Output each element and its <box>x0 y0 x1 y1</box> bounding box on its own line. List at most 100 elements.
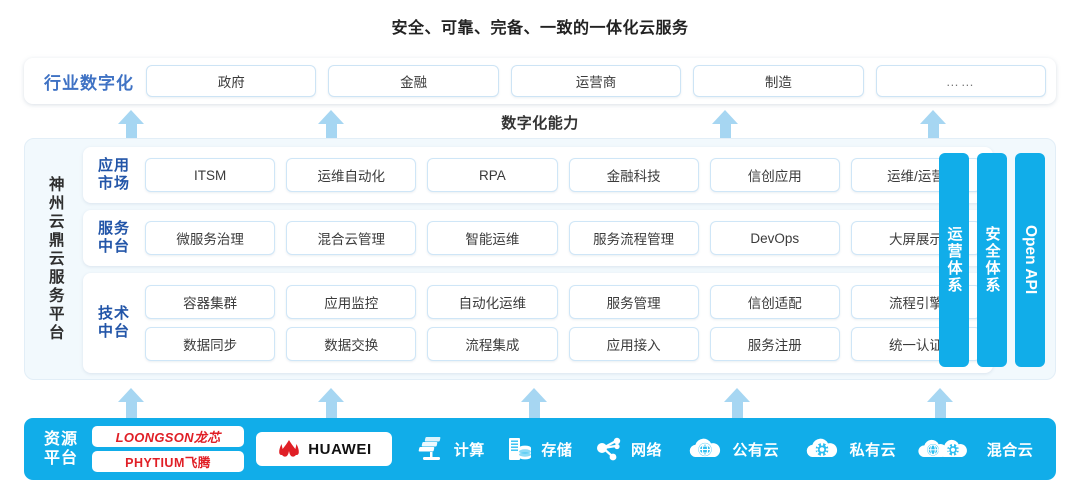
group-label-line2: 市场 <box>97 175 130 192</box>
group-service-middle-platform: 服务 中台 微服务治理 混合云管理 智能运维 服务流程管理 DevOps 大屏展… <box>83 210 993 266</box>
resource-platform-label: 资源 平台 <box>34 430 88 468</box>
servers-icon <box>418 437 441 460</box>
group-label-line2: 中台 <box>97 323 130 340</box>
vendor-logo-stack: LOONGSON龙芯 PHYTIUM飞腾 <box>92 426 245 472</box>
resource-item-public-cloud[interactable]: 公有云 <box>684 435 780 463</box>
pillar-open-api-label: Open API <box>1021 225 1039 295</box>
storage-icon <box>509 438 532 460</box>
pillar-open-api[interactable]: Open API <box>1015 153 1045 367</box>
up-arrow-icon <box>318 110 344 140</box>
resource-items: 计算 存储 <box>392 435 1044 463</box>
group-label-application-market: 应用 市场 <box>87 157 141 192</box>
cell-row: ITSM 运维自动化 RPA 金融科技 信创应用 运维/运营 <box>145 158 982 192</box>
loongson-logo: LOONGSON龙芯 <box>92 426 245 447</box>
group-label-line1: 服务 <box>97 220 130 238</box>
pillar-operations-system-label: 运营体系 <box>945 226 963 294</box>
cell-ops-automation[interactable]: 运维自动化 <box>286 158 417 192</box>
group-label-line2: 中台 <box>97 238 130 255</box>
cell-row: 容器集群 应用监控 自动化运维 服务管理 信创适配 流程引擎 <box>145 285 982 319</box>
digital-capability-caption: 数字化能力 <box>501 115 579 132</box>
up-arrow-icon <box>927 388 953 418</box>
resource-item-hybrid-cloud[interactable]: 混合云 <box>918 435 1034 463</box>
cell-row: 微服务治理 混合云管理 智能运维 服务流程管理 DevOps 大屏展示 <box>145 221 982 255</box>
cell-hybrid-cloud-mgmt[interactable]: 混合云管理 <box>286 221 417 255</box>
cell-xinchuang-app[interactable]: 信创应用 <box>709 158 840 192</box>
platform-groups: 应用 市场 ITSM 运维自动化 RPA 金融科技 信创应用 运维/运营 <box>83 147 993 373</box>
huawei-logo-text: HUAWEI <box>308 440 372 458</box>
resource-item-private-cloud[interactable]: 私有云 <box>801 435 897 463</box>
group-application-market: 应用 市场 ITSM 运维自动化 RPA 金融科技 信创应用 运维/运营 <box>83 147 993 203</box>
cell-data-sync[interactable]: 数据同步 <box>145 327 276 361</box>
group-label-line1: 技术 <box>97 305 130 323</box>
up-arrow-icon <box>920 110 946 140</box>
group-body-service-middle-platform: 微服务治理 混合云管理 智能运维 服务流程管理 DevOps 大屏展示 <box>141 221 985 255</box>
up-arrow-icon <box>521 388 547 418</box>
resource-label-line1: 资源 <box>44 430 79 448</box>
cell-process-integration[interactable]: 流程集成 <box>427 327 558 361</box>
huawei-logo: HUAWEI <box>256 432 393 466</box>
group-label-technology-middle-platform: 技术 中台 <box>87 305 141 340</box>
loongson-logo-text: LOONGSON龙芯 <box>115 430 221 445</box>
resource-item-storage-label: 存储 <box>541 441 573 459</box>
resource-item-network-label: 网络 <box>630 441 662 459</box>
phytium-logo: PHYTIUM飞腾 <box>92 451 245 472</box>
cell-automated-ops[interactable]: 自动化运维 <box>427 285 558 319</box>
resource-item-private-cloud-label: 私有云 <box>849 441 897 459</box>
group-label-service-middle-platform: 服务 中台 <box>87 220 141 255</box>
pillar-operations-system[interactable]: 运营体系 <box>939 153 969 367</box>
private-cloud-icon <box>806 438 837 457</box>
cell-fintech[interactable]: 金融科技 <box>568 158 699 192</box>
pillar-security-system[interactable]: 安全体系 <box>977 153 1007 367</box>
network-icon <box>596 437 621 461</box>
resource-item-network[interactable]: 网络 <box>594 435 662 463</box>
resource-item-hybrid-cloud-label: 混合云 <box>986 441 1034 459</box>
resource-item-public-cloud-label: 公有云 <box>732 441 780 459</box>
up-arrow-icon <box>118 388 144 418</box>
huawei-flower-icon <box>279 440 300 457</box>
industry-digitization-bar: 行业数字化 政府 金融 运营商 制造 …… <box>24 58 1056 104</box>
cloud-service-platform-panel: 神州云鼎云服务平台 应用 市场 ITSM 运维自动化 RPA 金融科技 信创应用… <box>24 138 1056 380</box>
cell-aiops[interactable]: 智能运维 <box>427 221 558 255</box>
cell-service-mgmt[interactable]: 服务管理 <box>568 285 699 319</box>
cell-devops[interactable]: DevOps <box>709 221 840 255</box>
cell-service-process-mgmt[interactable]: 服务流程管理 <box>568 221 699 255</box>
phytium-logo-text: PHYTIUM飞腾 <box>125 456 211 470</box>
up-arrow-icon <box>724 388 750 418</box>
cell-xinchuang-adaptation[interactable]: 信创适配 <box>709 285 840 319</box>
cell-itsm[interactable]: ITSM <box>145 158 276 192</box>
cell-service-registry[interactable]: 服务注册 <box>709 327 840 361</box>
up-arrow-icon <box>318 388 344 418</box>
resource-item-compute[interactable]: 计算 <box>417 435 485 463</box>
group-body-application-market: ITSM 运维自动化 RPA 金融科技 信创应用 运维/运营 <box>141 158 985 192</box>
resource-item-compute-label: 计算 <box>453 441 485 459</box>
industry-item-manufacturing[interactable]: 制造 <box>693 65 864 97</box>
cell-container-cluster[interactable]: 容器集群 <box>145 285 276 319</box>
platform-side-label-text: 神州云鼎云服务平台 <box>46 175 64 343</box>
pillar-security-system-label: 安全体系 <box>983 226 1001 294</box>
group-technology-middle-platform: 技术 中台 容器集群 应用监控 自动化运维 服务管理 信创适配 流程引擎 数据同… <box>83 273 993 373</box>
cell-microservice-governance[interactable]: 微服务治理 <box>145 221 276 255</box>
resource-platform-bar: 资源 平台 LOONGSON龙芯 PHYTIUM飞腾 HUAWEI <box>24 418 1056 480</box>
up-arrow-icon <box>712 110 738 140</box>
cell-app-access[interactable]: 应用接入 <box>568 327 699 361</box>
group-body-technology-middle-platform: 容器集群 应用监控 自动化运维 服务管理 信创适配 流程引擎 数据同步 数据交换… <box>141 285 985 361</box>
group-label-line1: 应用 <box>97 157 130 175</box>
cell-data-exchange[interactable]: 数据交换 <box>286 327 417 361</box>
public-cloud-icon <box>689 438 720 457</box>
page-title: 安全、可靠、完备、一致的一体化云服务 <box>391 20 689 37</box>
vertical-pillars: 运营体系 安全体系 Open API <box>939 153 1045 367</box>
industry-item-carrier[interactable]: 运营商 <box>510 65 682 97</box>
resource-label-line2: 平台 <box>44 450 79 467</box>
hybrid-cloud-icon <box>918 439 967 457</box>
industry-items: 政府 金融 运营商 制造 …… <box>146 65 1047 97</box>
industry-item-finance[interactable]: 金融 <box>328 65 499 97</box>
industry-item-government[interactable]: 政府 <box>146 65 317 97</box>
cell-row: 数据同步 数据交换 流程集成 应用接入 服务注册 统一认证 <box>145 327 982 361</box>
cell-app-monitoring[interactable]: 应用监控 <box>286 285 417 319</box>
industry-digitization-label: 行业数字化 <box>44 73 134 93</box>
industry-item-more[interactable]: …… <box>875 65 1047 97</box>
platform-side-label: 神州云鼎云服务平台 <box>33 139 77 379</box>
cell-rpa[interactable]: RPA <box>427 158 558 192</box>
resource-item-storage[interactable]: 存储 <box>506 435 572 463</box>
